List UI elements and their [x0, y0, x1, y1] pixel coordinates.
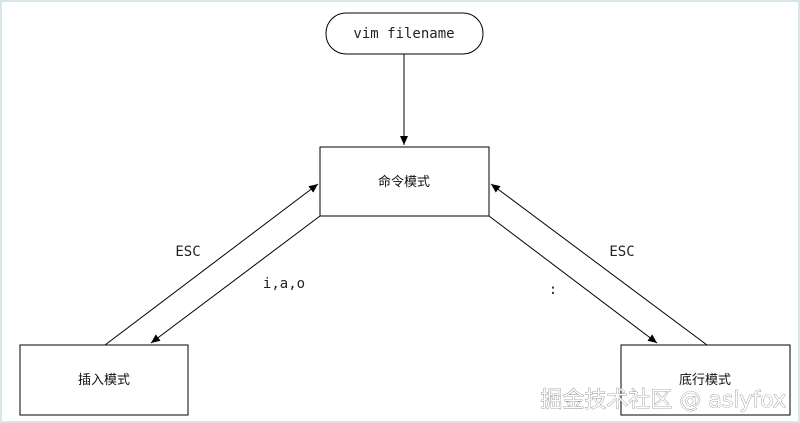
command-mode-node [319, 146, 490, 217]
watermark-text: 掘金技术社区 @ aslyfox [540, 388, 786, 413]
lastline-mode-label: 底行模式 [679, 372, 731, 388]
insert-mode-node [19, 344, 189, 416]
arrow-command-to-insert [150, 215, 321, 344]
edge-label-lastline-to-command: ESC [609, 244, 634, 260]
edge-label-insert-to-command: ESC [175, 244, 200, 260]
arrow-command-to-lastline [488, 215, 658, 344]
insert-mode-label: 插入模式 [78, 373, 130, 388]
edge-label-command-to-lastline: : [549, 282, 557, 298]
start-node-label: vim filename [353, 26, 454, 42]
command-mode-label: 命令模式 [378, 174, 430, 190]
arrow-lastline-to-command [490, 183, 708, 346]
lastline-mode-node [620, 344, 791, 416]
arrow-insert-to-command [104, 183, 319, 346]
edge-label-command-to-insert: i,a,o [263, 276, 305, 292]
